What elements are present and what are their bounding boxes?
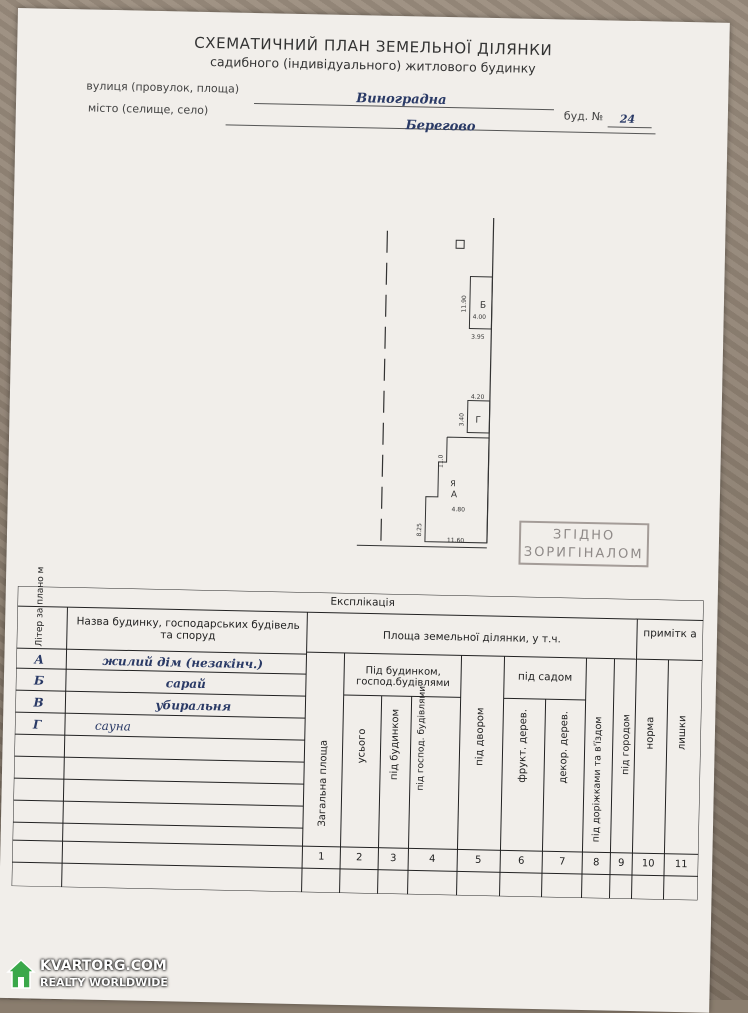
plan-dim-2: 4.00 (473, 314, 487, 321)
explication-table: Експлікація Літер за плано м Назва будин… (11, 567, 704, 901)
street-label: вулиця (провулок, площа) (86, 79, 240, 96)
col-number: 1 (317, 851, 325, 863)
plan-label-g: Г (475, 416, 481, 426)
site-plan-drawing: Б Г А Я 11.90 4.00 3.95 4.20 3.40 11.0 1… (356, 217, 495, 549)
plan-dim-1: 11.90 (461, 295, 468, 313)
site-plan-sketch: Б Г А Я 11.90 4.00 3.95 4.20 3.40 11.0 1… (337, 210, 524, 564)
col-number: 10 (641, 858, 655, 870)
plan-marker-box (455, 239, 465, 249)
header-decor-trees: декор. дерев. (557, 710, 571, 784)
row-liter: А (34, 652, 45, 667)
row-liter: В (33, 695, 44, 710)
col-number: 5 (474, 854, 482, 866)
city-label: місто (селище, село) (87, 101, 209, 118)
header-norm: норма (644, 716, 657, 750)
row-name: убиральня (155, 698, 232, 714)
plan-dim-5: 3.40 (458, 413, 465, 427)
header-name: Назва будинку, господарських будівель та… (76, 615, 300, 643)
certified-copy-stamp: ЗГІДНО ЗОРИГІНАЛОМ (518, 520, 650, 568)
watermark-brand: KVARTORG.COM (40, 958, 167, 974)
header-liter: Літер за плано м (34, 566, 47, 647)
row-name: сауна (94, 718, 132, 734)
street-value: Виноградна (356, 91, 447, 108)
col-number: 4 (428, 853, 436, 865)
plan-label-a: А (451, 490, 458, 500)
row-name: сарай (165, 676, 207, 692)
plan-dim-8: 8.25 (416, 523, 423, 537)
plan-label-ya: Я (450, 479, 456, 488)
plan-dim-9: 4.80 (452, 506, 466, 513)
document-page: СХЕМАТИЧНИЙ ПЛАН ЗЕМЕЛЬНОЇ ДІЛЯНКИ садиб… (0, 8, 730, 1013)
header-under-buildings: Під будинком, господ.будівлями (355, 665, 450, 690)
header-under-garden: під садом (517, 670, 573, 684)
house-logo-icon (6, 958, 36, 989)
plan-boundary-bottom (356, 544, 487, 549)
col-number: 6 (517, 855, 525, 867)
plan-building-g (466, 399, 491, 434)
header-all: усього (356, 728, 368, 764)
watermark-tagline: REALTY WORLDWIDE (40, 976, 168, 989)
header-total: Загальна площа (316, 739, 330, 827)
house-underline (607, 126, 652, 129)
header-excess: лишки (676, 715, 689, 751)
col-number: 2 (355, 852, 363, 864)
house-value: 24 (619, 112, 636, 126)
row-liter: Б (33, 673, 45, 688)
header-note: примітк а (643, 627, 697, 641)
row-liter: Г (32, 717, 42, 732)
col-number: 3 (389, 852, 397, 865)
header-under-yard: під двором (474, 707, 487, 766)
plan-building-a (424, 436, 490, 544)
header-vegetable: під городом (620, 714, 633, 776)
plan-boundary-left (380, 230, 389, 541)
table-title: Експлікація (330, 595, 395, 610)
plan-dim-3: 3.95 (471, 334, 485, 341)
plan-building-b (468, 276, 493, 330)
col-number: 9 (617, 857, 625, 869)
stamp-line-2: ЗОРИГІНАЛОМ (523, 544, 644, 563)
plan-dim-7: 11.60 (447, 537, 465, 544)
plan-dim-4: 4.20 (471, 394, 485, 401)
plan-dim-6: 11.0 (437, 454, 444, 468)
house-label: буд. № (563, 109, 604, 124)
header-fruit-trees: фрукт. дерев. (516, 708, 530, 783)
header-under-house: під будинком (388, 708, 402, 781)
table-grid (11, 586, 704, 901)
city-value: Берегово (405, 118, 476, 135)
col-number: 7 (558, 856, 566, 868)
plan-label-b: Б (480, 301, 486, 311)
col-number: 11 (674, 858, 688, 871)
